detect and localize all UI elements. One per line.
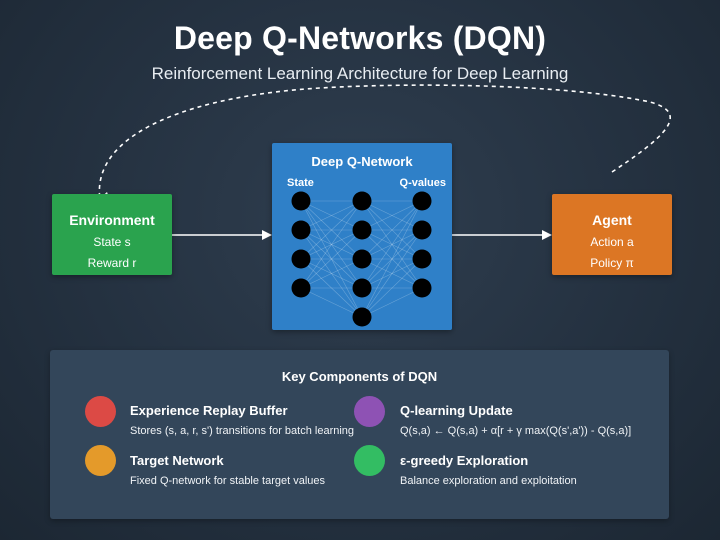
- network-connection: [300, 229, 363, 289]
- hidden-neuron: [352, 220, 372, 240]
- neural-network-graph: [291, 191, 432, 327]
- hidden-neuron: [352, 278, 372, 298]
- network-connection: [361, 258, 423, 318]
- network-connection: [300, 229, 363, 318]
- network-connection: [361, 258, 423, 289]
- component-desc-target-network: Fixed Q-network for stable target values: [130, 475, 326, 487]
- component-title-target-network: Target Network: [130, 453, 224, 468]
- hidden-neuron: [352, 307, 372, 327]
- environment-box: Environment State s Reward r: [52, 194, 172, 275]
- network-connection: [300, 258, 363, 318]
- green-circle-icon: [354, 445, 385, 476]
- network-connection: [361, 200, 423, 231]
- output-neuron: [412, 249, 432, 269]
- component-desc-epsilon-greedy: Balance exploration and exploitation: [400, 475, 577, 487]
- output-neuron: [412, 220, 432, 240]
- network-connection: [300, 229, 363, 289]
- agent-box: Agent Action a Policy π: [552, 194, 672, 275]
- hidden-neuron: [352, 249, 372, 269]
- network-connection: [300, 258, 363, 289]
- network-connection: [300, 200, 363, 318]
- network-connection: [361, 200, 423, 260]
- component-title-replay-buffer: Experience Replay Buffer: [130, 403, 288, 418]
- network-title: Deep Q-Network: [311, 154, 413, 169]
- hidden-neuron: [352, 191, 372, 211]
- network-connection: [300, 200, 363, 289]
- network-output-label: Q-values: [399, 177, 446, 189]
- network-connection: [361, 287, 423, 318]
- agent-policy-label: Policy π: [590, 256, 634, 270]
- feedback-loop-arrow: [98, 84, 671, 201]
- network-connection: [361, 200, 423, 318]
- environment-state-label: State s: [93, 235, 131, 249]
- network-connection: [300, 200, 363, 231]
- network-connection: [300, 229, 363, 260]
- red-circle-icon: [85, 396, 116, 427]
- environment-reward-label: Reward r: [87, 256, 137, 270]
- network-connection: [361, 229, 423, 318]
- agent-action-label: Action a: [590, 235, 634, 249]
- page-subtitle: Reinforcement Learning Architecture for …: [151, 64, 569, 83]
- components-title: Key Components of DQN: [281, 369, 438, 384]
- input-neuron: [291, 249, 311, 269]
- input-neuron: [291, 220, 311, 240]
- network-connection: [361, 200, 423, 289]
- network-connection: [300, 287, 363, 318]
- input-neuron: [291, 278, 311, 298]
- network-connection: [361, 200, 423, 289]
- component-title-q-learning: Q-learning Update: [400, 403, 513, 418]
- component-desc-replay-buffer: Stores (s, a, r, s') transitions for bat…: [130, 425, 355, 437]
- network-connection: [361, 229, 423, 260]
- component-desc-q-learning: Q(s,a) ← Q(s,a) + α[r + γ max(Q(s',a')) …: [400, 425, 632, 437]
- output-neuron: [412, 278, 432, 298]
- purple-circle-icon: [354, 396, 385, 427]
- network-connection: [300, 200, 363, 289]
- network-input-label: State: [287, 177, 314, 189]
- deep-q-network-box: Deep Q-Network State Q-values: [272, 143, 452, 330]
- network-connection: [300, 258, 363, 289]
- network-connection: [300, 229, 363, 260]
- key-components-panel: Key Components of DQN Experience Replay …: [50, 350, 669, 519]
- network-connection: [300, 200, 363, 260]
- network-connection: [300, 200, 363, 260]
- network-connection: [361, 229, 423, 289]
- network-connection: [300, 200, 363, 231]
- page-title: Deep Q-Networks (DQN): [173, 20, 547, 56]
- environment-title: Environment: [69, 212, 155, 228]
- network-connection: [361, 200, 423, 231]
- network-connection: [361, 229, 423, 260]
- agent-title: Agent: [592, 212, 632, 228]
- component-title-epsilon-greedy: ε-greedy Exploration: [400, 453, 529, 468]
- input-neuron: [291, 191, 311, 211]
- network-connection: [361, 229, 423, 289]
- orange-circle-icon: [85, 445, 116, 476]
- network-connection: [361, 200, 423, 260]
- network-connection: [361, 258, 423, 289]
- output-neuron: [412, 191, 432, 211]
